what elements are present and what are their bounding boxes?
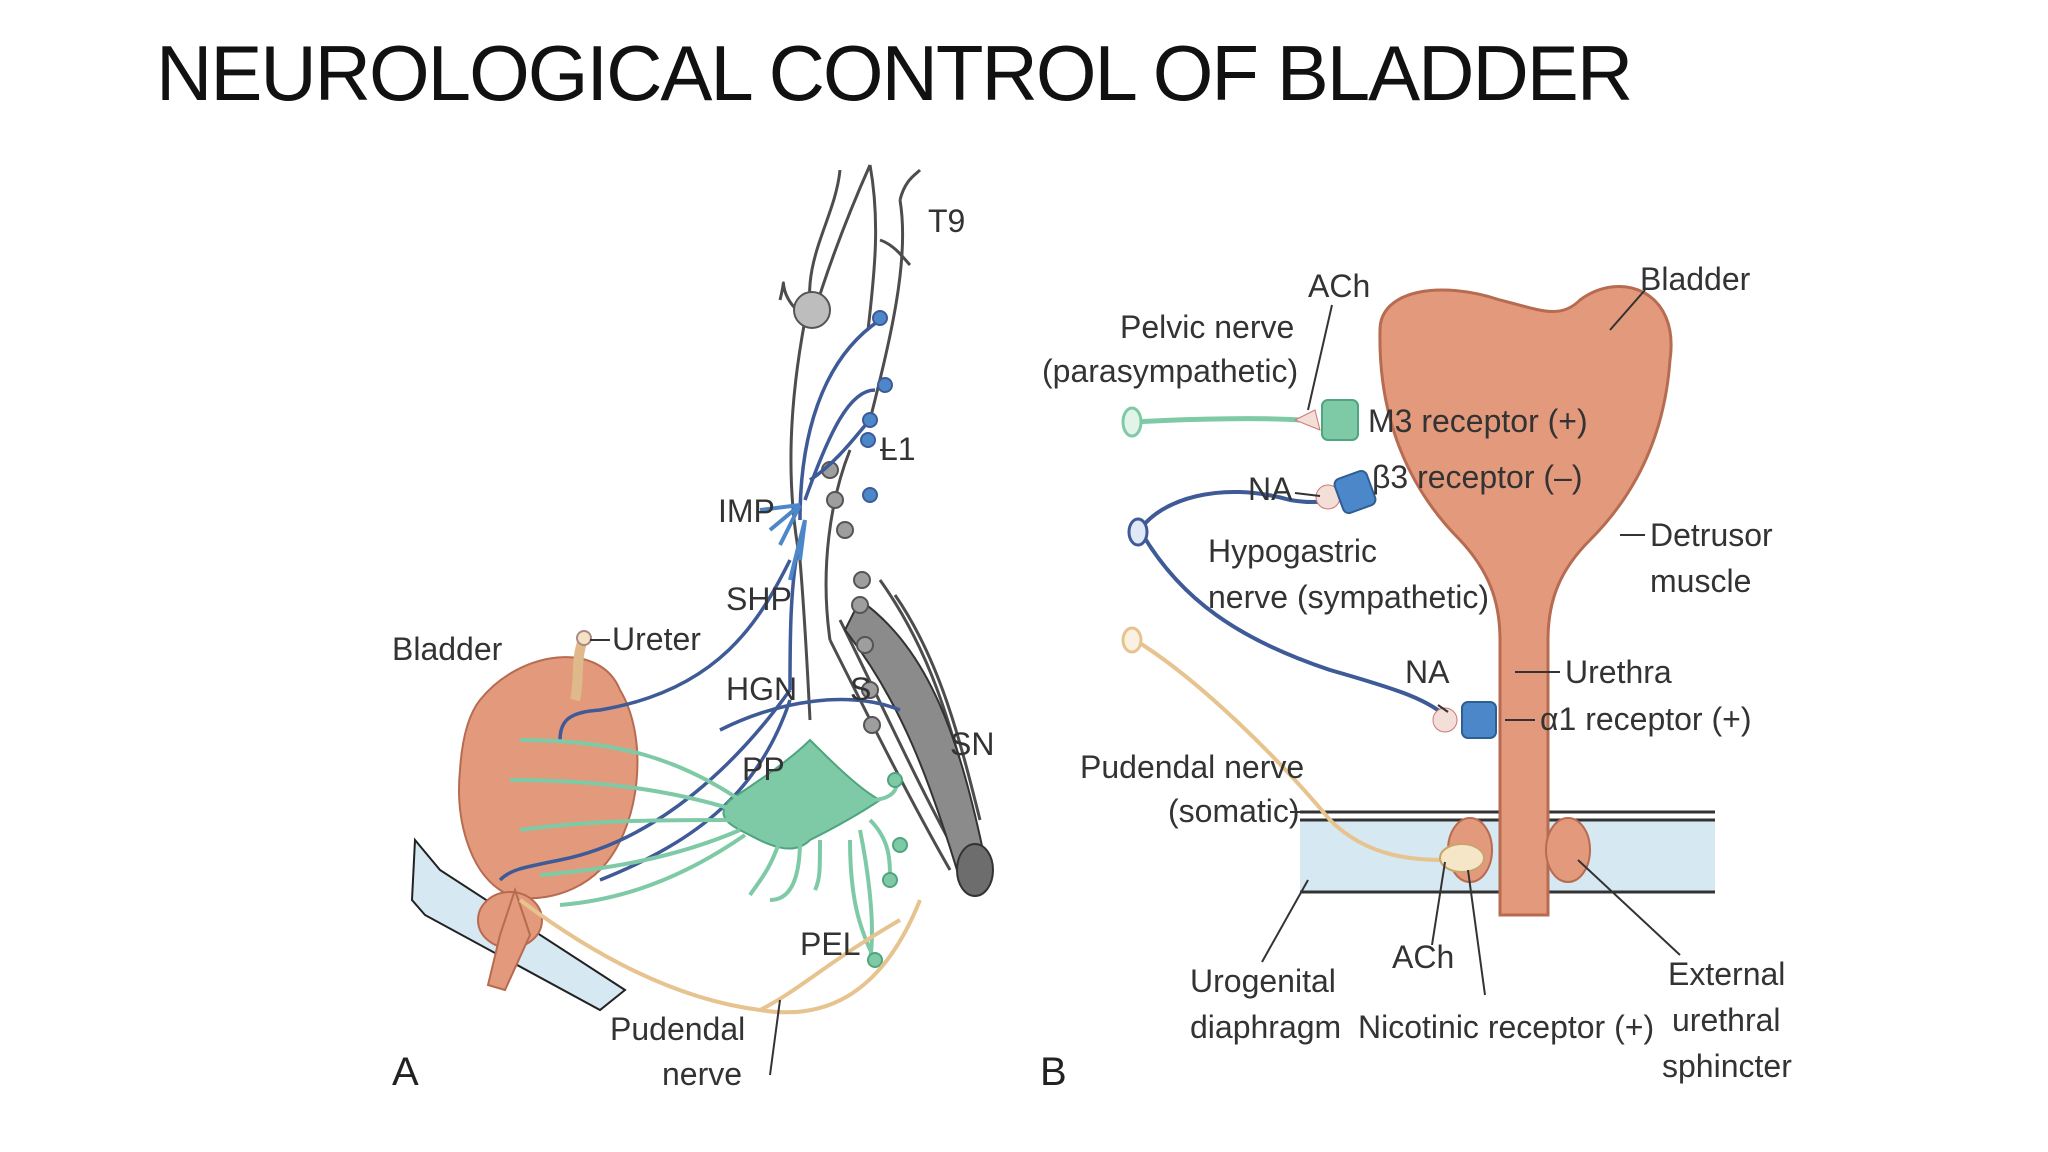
slide-title: NEUROLOGICAL CONTROL OF BLADDER [156,29,1633,117]
label-pudendal-a-2: nerve [662,1056,742,1092]
b3-receptor [1333,469,1377,515]
label-l1: L1 [880,431,916,467]
label-hgn: HGN [726,671,797,707]
label-s: S [850,671,871,707]
label-pp: PP [742,751,785,787]
label-detrusor-1: Detrusor [1650,517,1773,553]
label-shp: SHP [726,581,792,617]
panel-a-bladder [458,656,639,900]
panel-a: T9 L1 IMP SHP HGN S SN PP PEL Bladder Ur… [392,164,994,1094]
label-bladder-b: Bladder [1640,261,1751,297]
label-t9: T9 [928,203,965,239]
panel-letter-b: B [1040,1050,1067,1094]
parasympathetic-nerves-a [509,738,899,961]
lumbar-nerve-endings [860,310,893,503]
panel-a-urethra [486,886,532,992]
spinal-ganglion [793,291,831,329]
label-a1: α1 receptor (+) [1540,701,1751,737]
m3-receptor [1321,399,1359,441]
label-b3: β3 receptor (–) [1372,459,1582,495]
label-ach-bottom: ACh [1392,939,1454,975]
label-external-2: urethral [1672,1002,1781,1038]
label-nicotinic: Nicotinic receptor (+) [1358,1009,1654,1045]
label-na-top: NA [1248,471,1293,507]
label-ach-top: ACh [1308,268,1370,304]
label-m3: M3 receptor (+) [1368,403,1588,439]
label-pudendal-b-2: (somatic) [1168,793,1300,829]
label-bladder-a: Bladder [392,631,503,667]
label-sn: SN [950,726,994,762]
label-external-3: sphincter [1662,1048,1792,1084]
label-urethra: Urethra [1565,654,1672,690]
sympathetic-chain-ganglia [821,461,881,734]
a1-receptor [1461,701,1497,739]
nicotinic-receptor [1439,843,1485,873]
label-detrusor-2: muscle [1650,563,1751,599]
panel-b: ACh Bladder Pelvic nerve (parasympatheti… [1040,261,1792,1094]
label-hypogastric-2: nerve (sympathetic) [1208,579,1489,615]
label-urogenital-2: diaphragm [1190,1009,1341,1045]
label-pudendal-b-1: Pudendal nerve [1080,749,1304,785]
panel-b-bladder [1378,285,1673,917]
panel-letter-a: A [392,1050,419,1094]
label-pelvic-2: (parasympathetic) [1042,353,1298,389]
pelvic-nerve-b [1121,399,1359,441]
label-external-1: External [1668,956,1785,992]
imp-plexus [759,503,807,581]
label-na-mid: NA [1405,654,1450,690]
label-hypogastric-1: Hypogastric [1208,533,1377,569]
label-pelvic-1: Pelvic nerve [1120,309,1294,345]
label-pel: PEL [800,926,860,962]
hypogastric-nerve-b [1127,469,1497,739]
label-ureter: Ureter [612,621,701,657]
pel-endings [867,772,908,968]
pudendal-nerve-b [1121,626,1485,873]
sympathetic-nerves-a [498,318,901,882]
external-sphincter-right [1545,817,1591,883]
pudendal-nerve-a [518,898,922,1015]
label-imp: IMP [718,493,775,529]
label-urogenital-1: Urogenital [1190,963,1336,999]
label-pudendal-a-1: Pudendal [610,1011,745,1047]
